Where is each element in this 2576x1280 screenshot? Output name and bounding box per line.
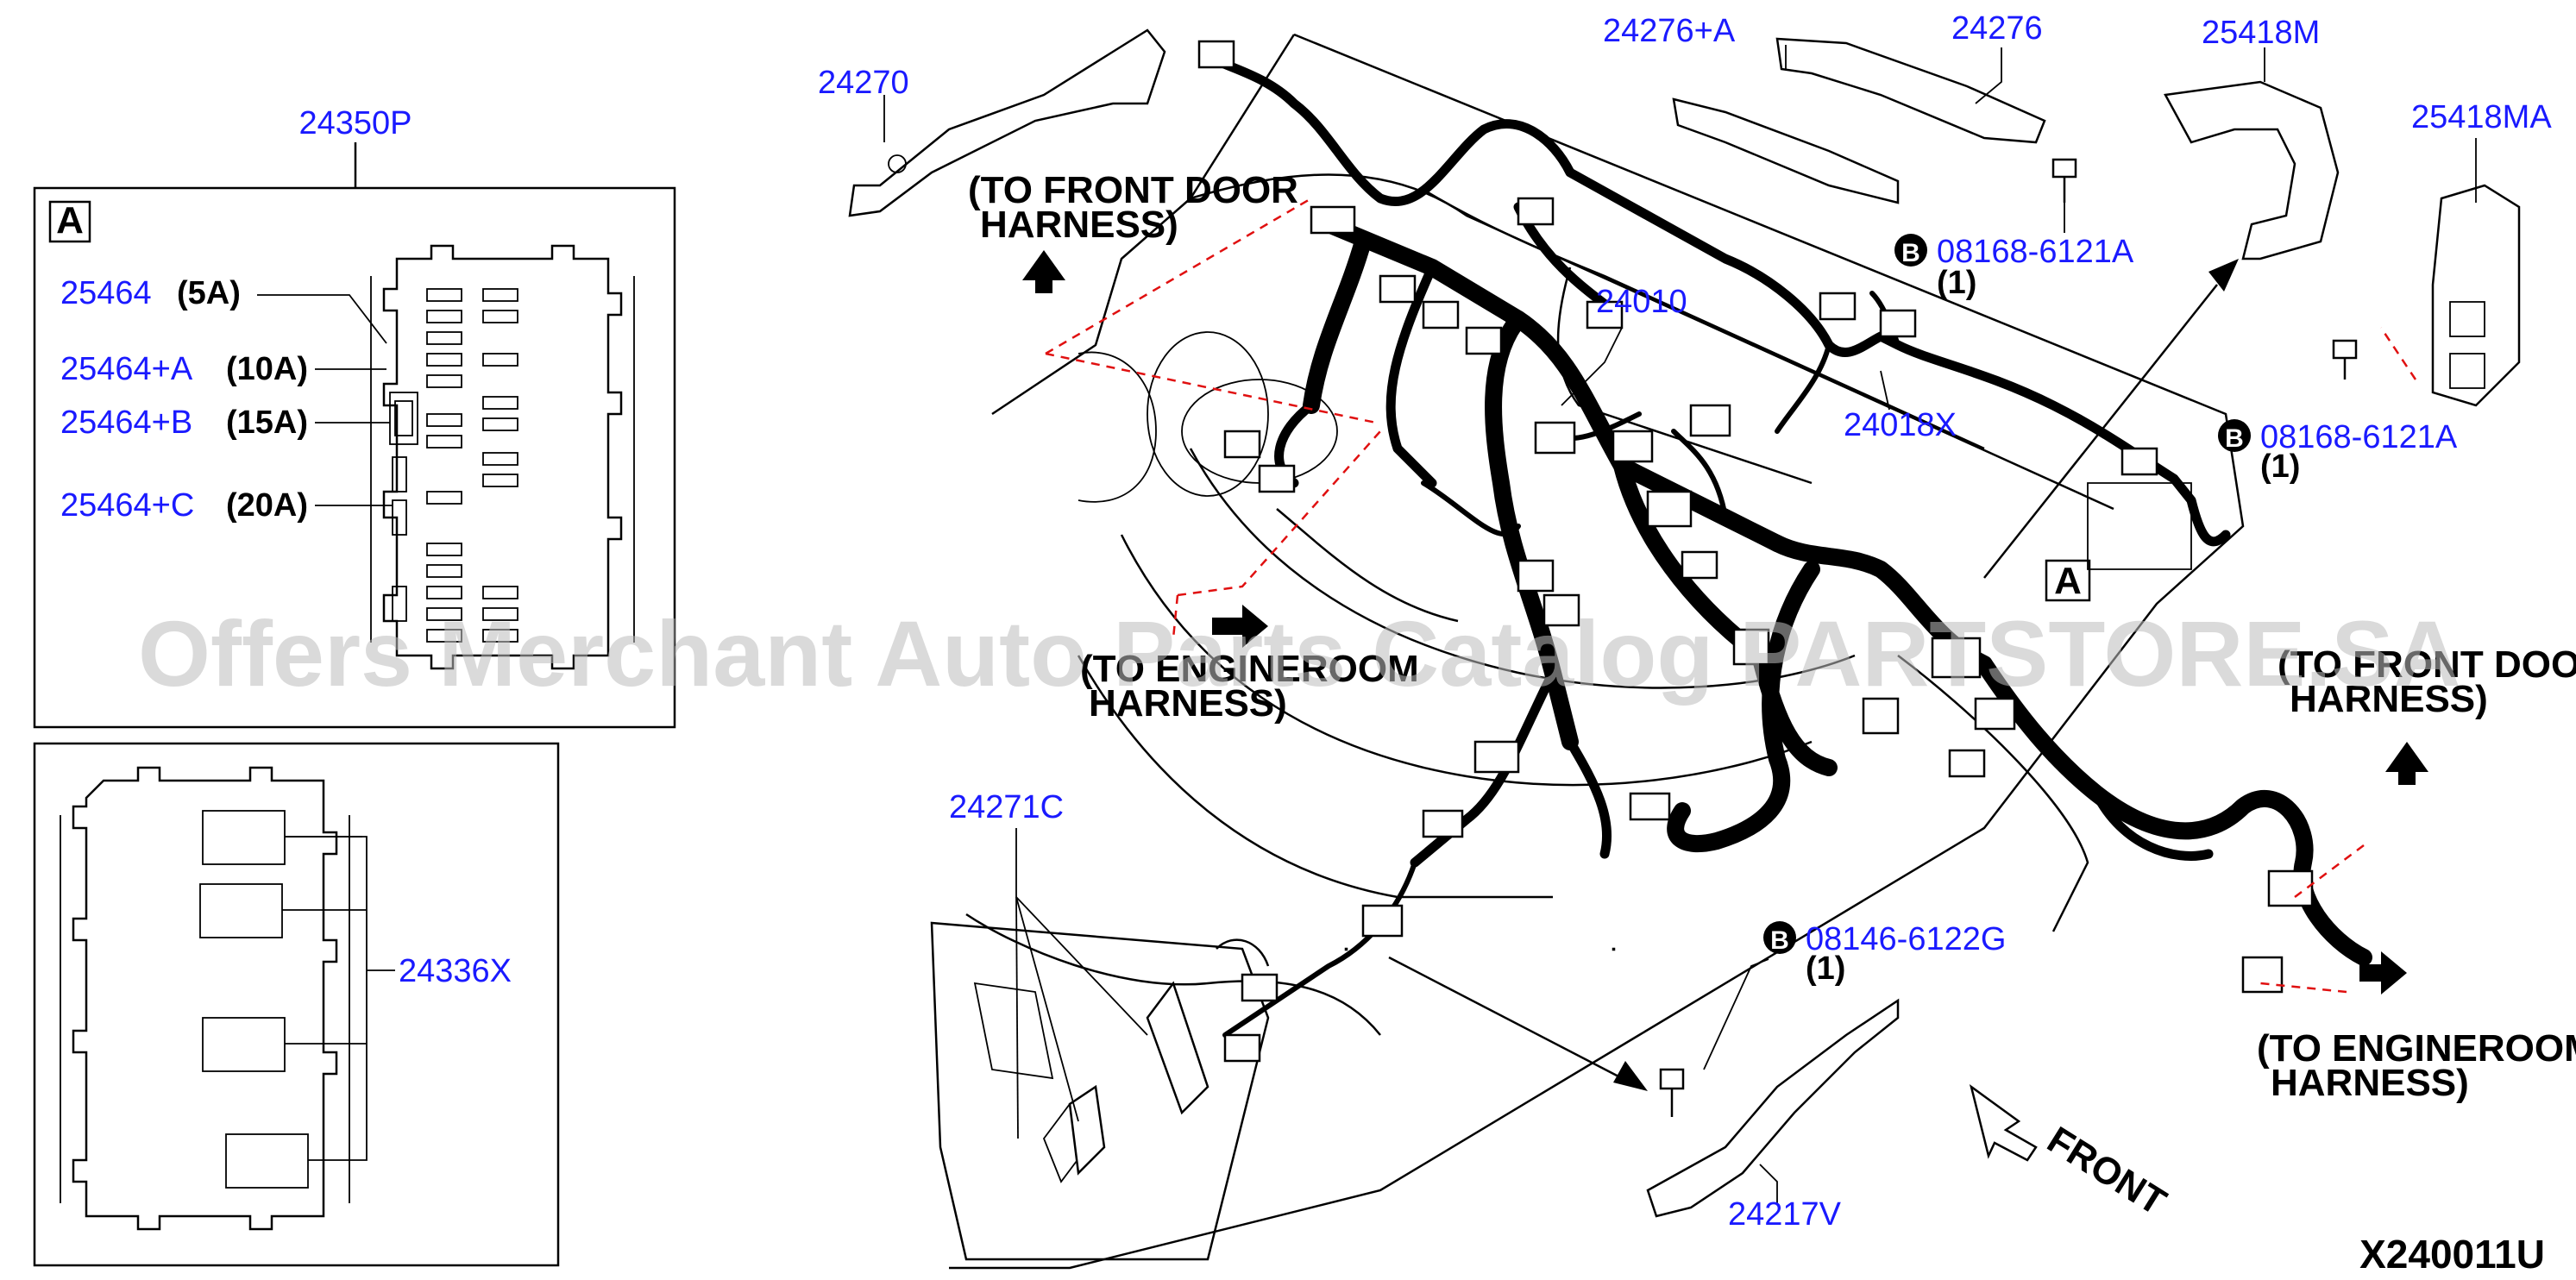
bracket-24271c: [1068, 1084, 1106, 1176]
part-leaders: [883, 45, 2477, 1203]
watermark: Offers Merchant Auto Parts Catalog PARTS…: [138, 601, 2460, 706]
b-circle-icon: [2218, 419, 2251, 452]
fuse-part-3[interactable]: 25464+C: [60, 487, 194, 524]
bracket-24276a: [1672, 97, 1900, 204]
harness-connectors: [1197, 40, 2314, 1063]
fuse-rating-2: (15A): [226, 405, 308, 441]
part-24018x[interactable]: 24018X: [1844, 407, 1957, 443]
bolt-part-0[interactable]: 08168-6121A: [1937, 234, 2134, 270]
bolt-label-1: B 08168-6121A (1): [2218, 419, 2458, 485]
relay-block-inner-edge: [60, 815, 350, 1203]
callout-engineroom-mid-2: HARNESS): [1089, 682, 1287, 725]
bolt-label-2: B 08146-6122G (1): [1763, 921, 2006, 987]
dashboard-outline: [930, 33, 2245, 1270]
fuse-rating-0: (5A): [177, 275, 241, 311]
callout-front-door-left-1: (TO FRONT DOOR: [968, 169, 1298, 211]
b-circle-icon: [1894, 234, 1927, 267]
arrow-to-24217v: [1388, 956, 1623, 1080]
bolt-icon: [2051, 158, 2077, 203]
bracket-24276: [1775, 37, 2046, 144]
front-label: FRONT: [2040, 1119, 2174, 1224]
up-arrow-icon: [2385, 742, 2428, 785]
callout-engineroom-right-1: (TO ENGINEROOM: [2257, 1027, 2576, 1070]
b-circle-icon: [1763, 921, 1796, 954]
part-24276[interactable]: 24276: [1951, 10, 2043, 47]
connection-dashes: [1045, 197, 2417, 994]
inset-a-letter: A: [56, 199, 84, 242]
bolt-part-1[interactable]: 08168-6121A: [2260, 419, 2458, 455]
relay-block-body: [72, 766, 338, 1231]
part-25418ma[interactable]: 25418MA: [2411, 99, 2552, 135]
bolt-icons: [1659, 158, 2358, 1117]
bolt-label-0: B 08168-6121A (1): [1894, 234, 2134, 301]
up-arrow-icon: [1022, 250, 1065, 293]
marker-a: A: [2054, 560, 2082, 602]
marker-a-box: [2045, 559, 2091, 602]
arrowhead-icon: [2208, 259, 2239, 292]
bracket-24270: [848, 28, 1166, 217]
bracket-25418ma: [2431, 184, 2521, 407]
part-24010[interactable]: 24010: [1596, 284, 1687, 320]
fuse-block-body: [382, 244, 623, 670]
callout-front-door-right-1: (TO FRONT DOOR: [2278, 643, 2576, 686]
fuse-part-1[interactable]: 25464+A: [60, 351, 193, 387]
relays: [199, 810, 309, 1189]
fuse-part-0[interactable]: 25464: [60, 275, 152, 311]
figure-code: X240011U: [2359, 1232, 2545, 1277]
callout-front-door-right-2: HARNESS): [2290, 678, 2488, 720]
bolt-icon: [1659, 1068, 1685, 1117]
relay-bracket: [282, 836, 395, 1161]
inset-relay-frame: [33, 742, 560, 1267]
part-24271c[interactable]: 24271C: [949, 789, 1064, 825]
fuse-rating-1: (10A): [226, 351, 308, 387]
bracket-24217v: [1646, 998, 1900, 1218]
bolt-letter-0: B: [1901, 239, 1920, 267]
part-24350p[interactable]: 24350P: [298, 105, 412, 141]
bolt-qty-1: (1): [2260, 449, 2300, 485]
front-arrow-icon: [1969, 1083, 2038, 1162]
part-24336x[interactable]: 24336X: [399, 953, 512, 989]
bolt-icon: [2332, 339, 2358, 380]
fuse-slots: [389, 288, 518, 643]
right-arrow-icon: [2359, 951, 2407, 995]
arrow-to-25418m: [1983, 284, 2218, 579]
bolt-part-2[interactable]: 08146-6122G: [1806, 921, 2006, 957]
part-24217v[interactable]: 24217V: [1728, 1196, 1842, 1233]
direction-arrows: [1022, 250, 2428, 1162]
bolt-letter-2: B: [1770, 926, 1789, 955]
fuse-rating-3: (20A): [226, 487, 308, 524]
callout-engineroom-mid-1: (TO ENGINEROOM: [1080, 648, 1419, 690]
bolt-qty-0: (1): [1937, 265, 1976, 301]
fuse-leaders: [257, 294, 393, 506]
part-24276a[interactable]: 24276+A: [1603, 13, 1736, 49]
callout-engineroom-right-2: HARNESS): [2271, 1062, 2469, 1104]
right-arrow-icon: [1212, 605, 1268, 648]
inset-fuse-block: A 24350P 25464 (5A) 2: [33, 105, 676, 729]
bracket-25418m: [2164, 80, 2340, 260]
inset-a-letter-box: [48, 200, 91, 243]
bolt-letter-1: B: [2225, 424, 2244, 453]
part-25418m[interactable]: 25418M: [2202, 15, 2320, 51]
fuse-block-inner-edge: [370, 276, 635, 643]
bolt-qty-2: (1): [1806, 951, 1845, 987]
fuse-part-2[interactable]: 25464+B: [60, 405, 192, 441]
inset-relay-block: 24336X: [33, 742, 560, 1267]
callout-front-door-left-2: HARNESS): [980, 204, 1178, 246]
arrowhead-icon: [1613, 1061, 1648, 1091]
part-24270[interactable]: 24270: [818, 65, 909, 101]
